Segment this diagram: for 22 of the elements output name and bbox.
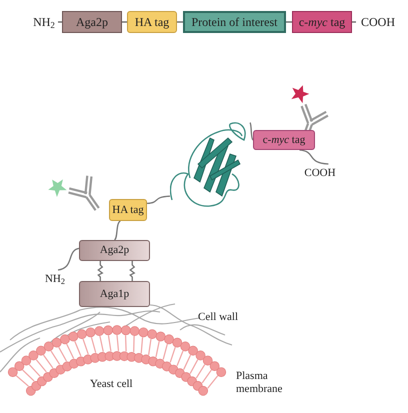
domain-box: Protein of interest <box>183 11 286 33</box>
disulfide-bond <box>129 261 136 281</box>
disulfide-bond <box>97 261 104 281</box>
region-label: Yeast cell <box>90 378 134 391</box>
tag-box: c-myc tag <box>253 130 315 150</box>
linker-line <box>58 248 80 271</box>
terminus-label: NH$_{2}$ <box>30 11 58 33</box>
domain-box: Aga2p <box>62 11 122 33</box>
region-label: Cell wall <box>198 311 240 324</box>
linker-line <box>146 196 170 204</box>
terminus-label: NH$_{2}$ <box>40 270 70 288</box>
protein-box: Aga2p <box>79 240 150 261</box>
protein-box: Aga1p <box>79 281 150 307</box>
tag-box: HA tag <box>109 199 147 221</box>
terminus-label: COOH <box>299 164 341 182</box>
linker-line <box>299 149 328 165</box>
tag-box: c-myc tag <box>292 11 352 33</box>
terminus-label: COOH <box>356 11 400 33</box>
tag-box: HA tag <box>127 11 177 33</box>
linker-line <box>114 220 121 240</box>
region-label: Plasma membrane <box>236 370 284 396</box>
linker-line <box>249 122 254 140</box>
